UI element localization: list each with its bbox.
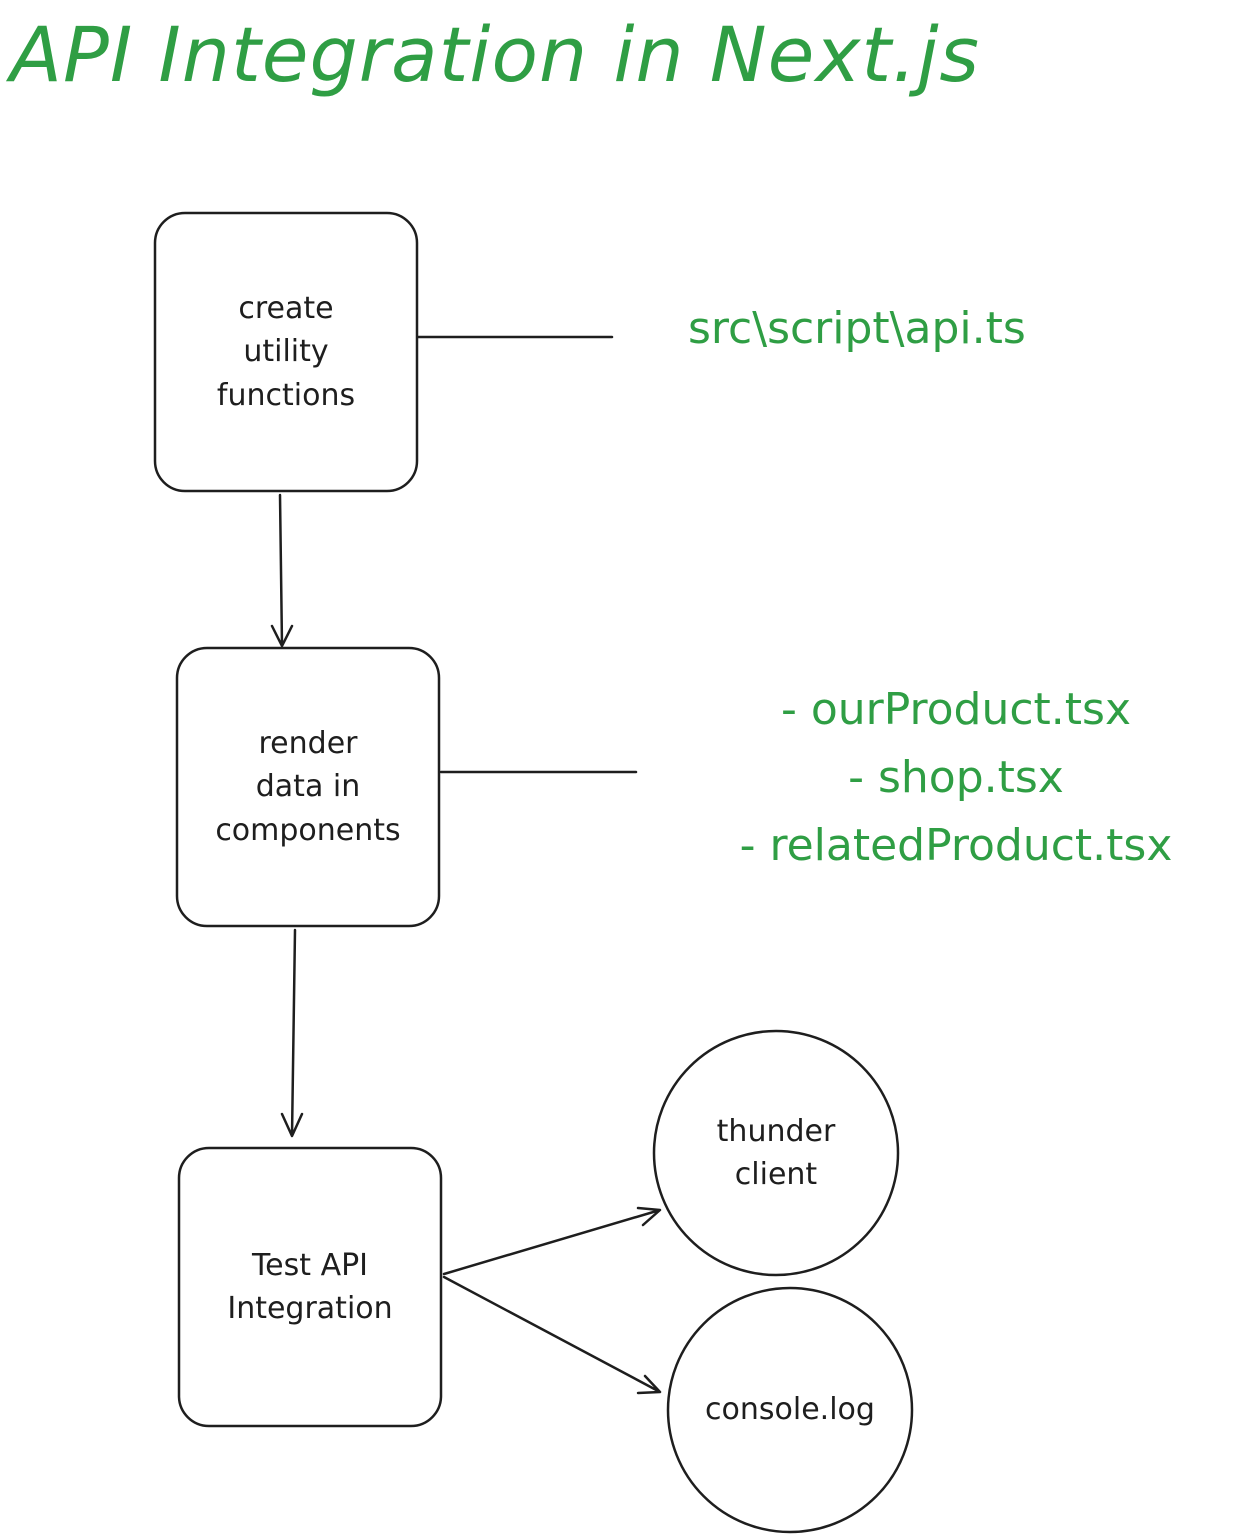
component-file-list: - ourProduct.tsx - shop.tsx - relatedPro… — [676, 676, 1236, 881]
label-thunder-client: thunder client — [716, 1113, 836, 1193]
api-file-path: src\script\api.ts — [688, 303, 1026, 354]
file-related-product: - relatedProduct.tsx — [739, 820, 1173, 872]
label-create-utility: create utility functions — [216, 290, 356, 413]
box-test-api — [177, 1146, 443, 1428]
circle-thunder-client — [652, 1029, 900, 1277]
label-test-api: Test API Integration — [227, 1247, 393, 1327]
label-render-data: render data in components — [215, 725, 401, 848]
box-create-utility — [153, 211, 419, 493]
label-console-log: console.log — [705, 1392, 875, 1428]
file-shop: - shop.tsx — [848, 752, 1064, 804]
file-our-product: - ourProduct.tsx — [780, 684, 1132, 735]
arrow-utility-to-render — [270, 493, 294, 648]
arrow-test-to-thunder — [442, 1206, 662, 1276]
arrow-test-to-console — [442, 1275, 662, 1395]
circle-console-log — [666, 1286, 914, 1534]
box-render-data — [175, 646, 441, 928]
arrow-render-to-test — [280, 928, 304, 1138]
diagram-title: API Integration in Next.js — [10, 10, 981, 99]
